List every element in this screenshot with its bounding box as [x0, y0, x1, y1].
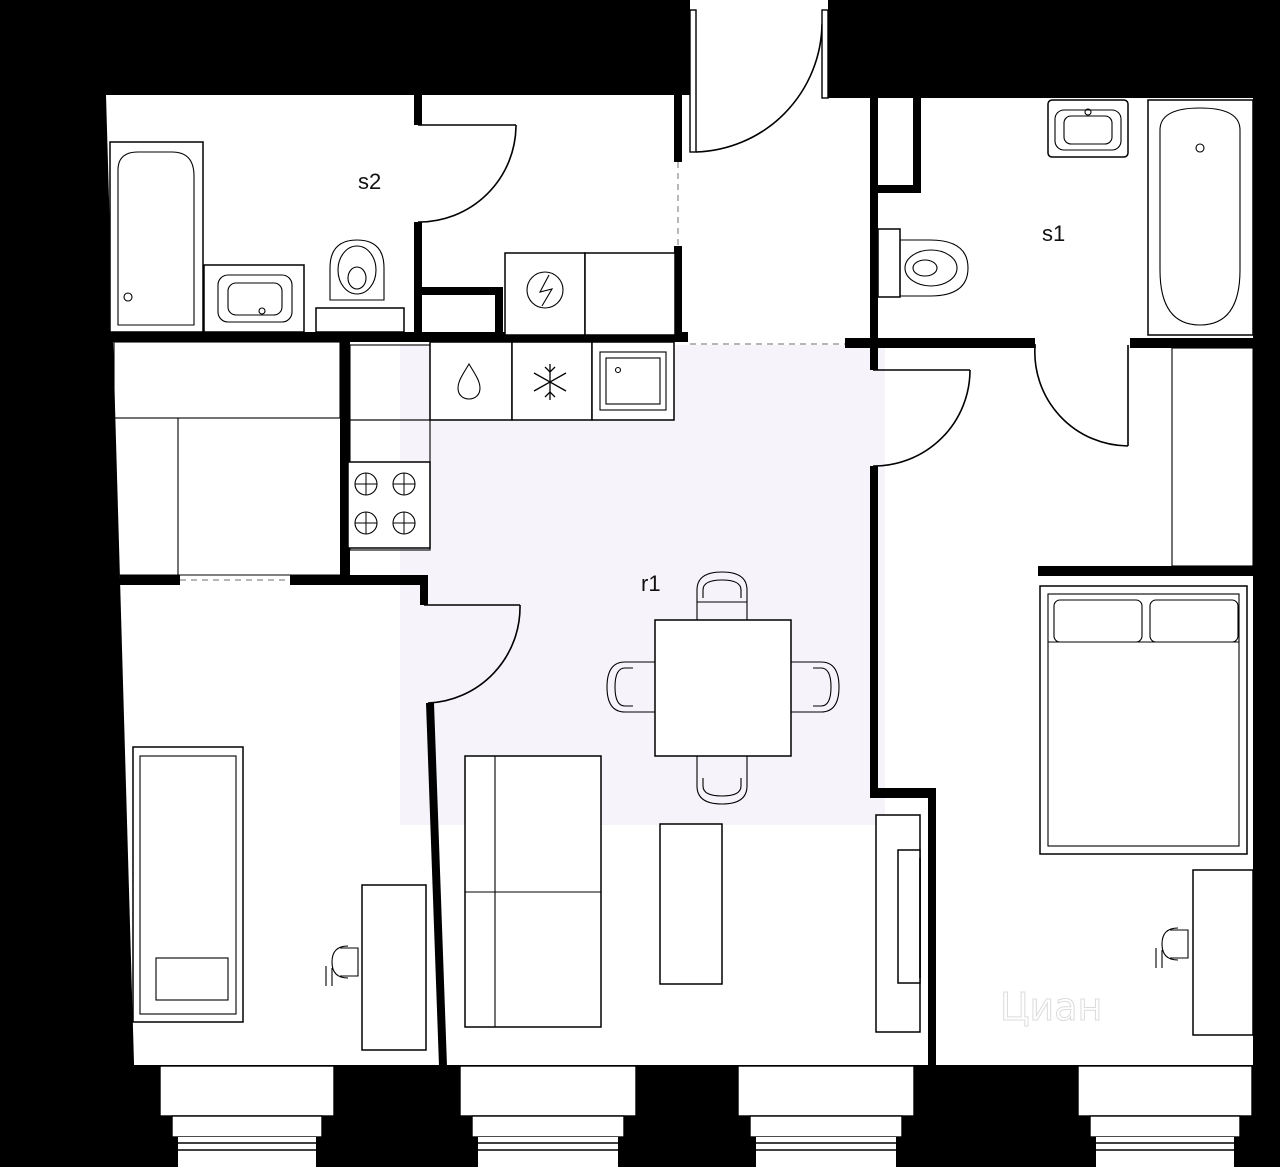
- s2-fixtures: [109, 141, 405, 333]
- wardrobe-right: [1171, 347, 1254, 567]
- desk-chair-left-icon: [325, 945, 359, 986]
- sink-icon: [599, 351, 667, 411]
- washbasin-s2: [203, 264, 305, 333]
- chair-left: [606, 661, 655, 713]
- bathtub-s2: [109, 141, 204, 333]
- window-1: [159, 1065, 335, 1167]
- entrance-door: [689, 9, 829, 153]
- bedroom-2-door: [872, 369, 971, 467]
- sofa: [464, 755, 602, 1028]
- desk-chair-right-icon: [1155, 927, 1189, 968]
- desk-left: [361, 884, 427, 1051]
- bathtub-s1: [1147, 99, 1254, 336]
- bedroom-1-door: [424, 604, 521, 704]
- s1-door: [1034, 344, 1129, 447]
- s2-door: [417, 124, 517, 223]
- window-4: [1077, 1065, 1253, 1167]
- living-area-tint: [400, 345, 885, 825]
- watermark: Циан: [1000, 985, 1102, 1029]
- bedroom-2-furniture: [1039, 347, 1254, 1036]
- room-label-s2: s2: [358, 169, 381, 194]
- stove-icon: [347, 461, 431, 549]
- dining-set: [606, 571, 840, 805]
- snowflake-icon: [533, 364, 567, 400]
- wardrobe-left: [113, 341, 341, 576]
- window-2: [459, 1065, 637, 1167]
- toilet-s1: [877, 228, 969, 298]
- desk-right: [1192, 869, 1254, 1036]
- chair-right: [791, 661, 840, 713]
- single-bed: [132, 746, 244, 1023]
- doors: [417, 9, 1129, 704]
- water-drop-icon: [457, 362, 481, 400]
- electric-meter-icon: [526, 271, 564, 309]
- tv-stand: [875, 814, 921, 1033]
- toilet-s2: [315, 239, 405, 333]
- window-3: [737, 1065, 915, 1167]
- dashed-openings: [180, 162, 845, 581]
- chair-bottom: [696, 756, 748, 805]
- chair-top: [696, 571, 748, 620]
- utility-closet: [504, 252, 676, 336]
- bedroom-1-furniture: [132, 746, 427, 1051]
- double-bed: [1039, 585, 1248, 855]
- washbasin-s1: [1047, 99, 1129, 158]
- room-label-r1: r1: [641, 571, 661, 596]
- s1-fixtures: [877, 99, 1254, 336]
- windows: [159, 1065, 1253, 1167]
- interior-walls: [112, 90, 1253, 1066]
- coffee-table: [659, 823, 723, 985]
- room-label-s1: s1: [1042, 221, 1065, 246]
- kitchen: [347, 341, 675, 551]
